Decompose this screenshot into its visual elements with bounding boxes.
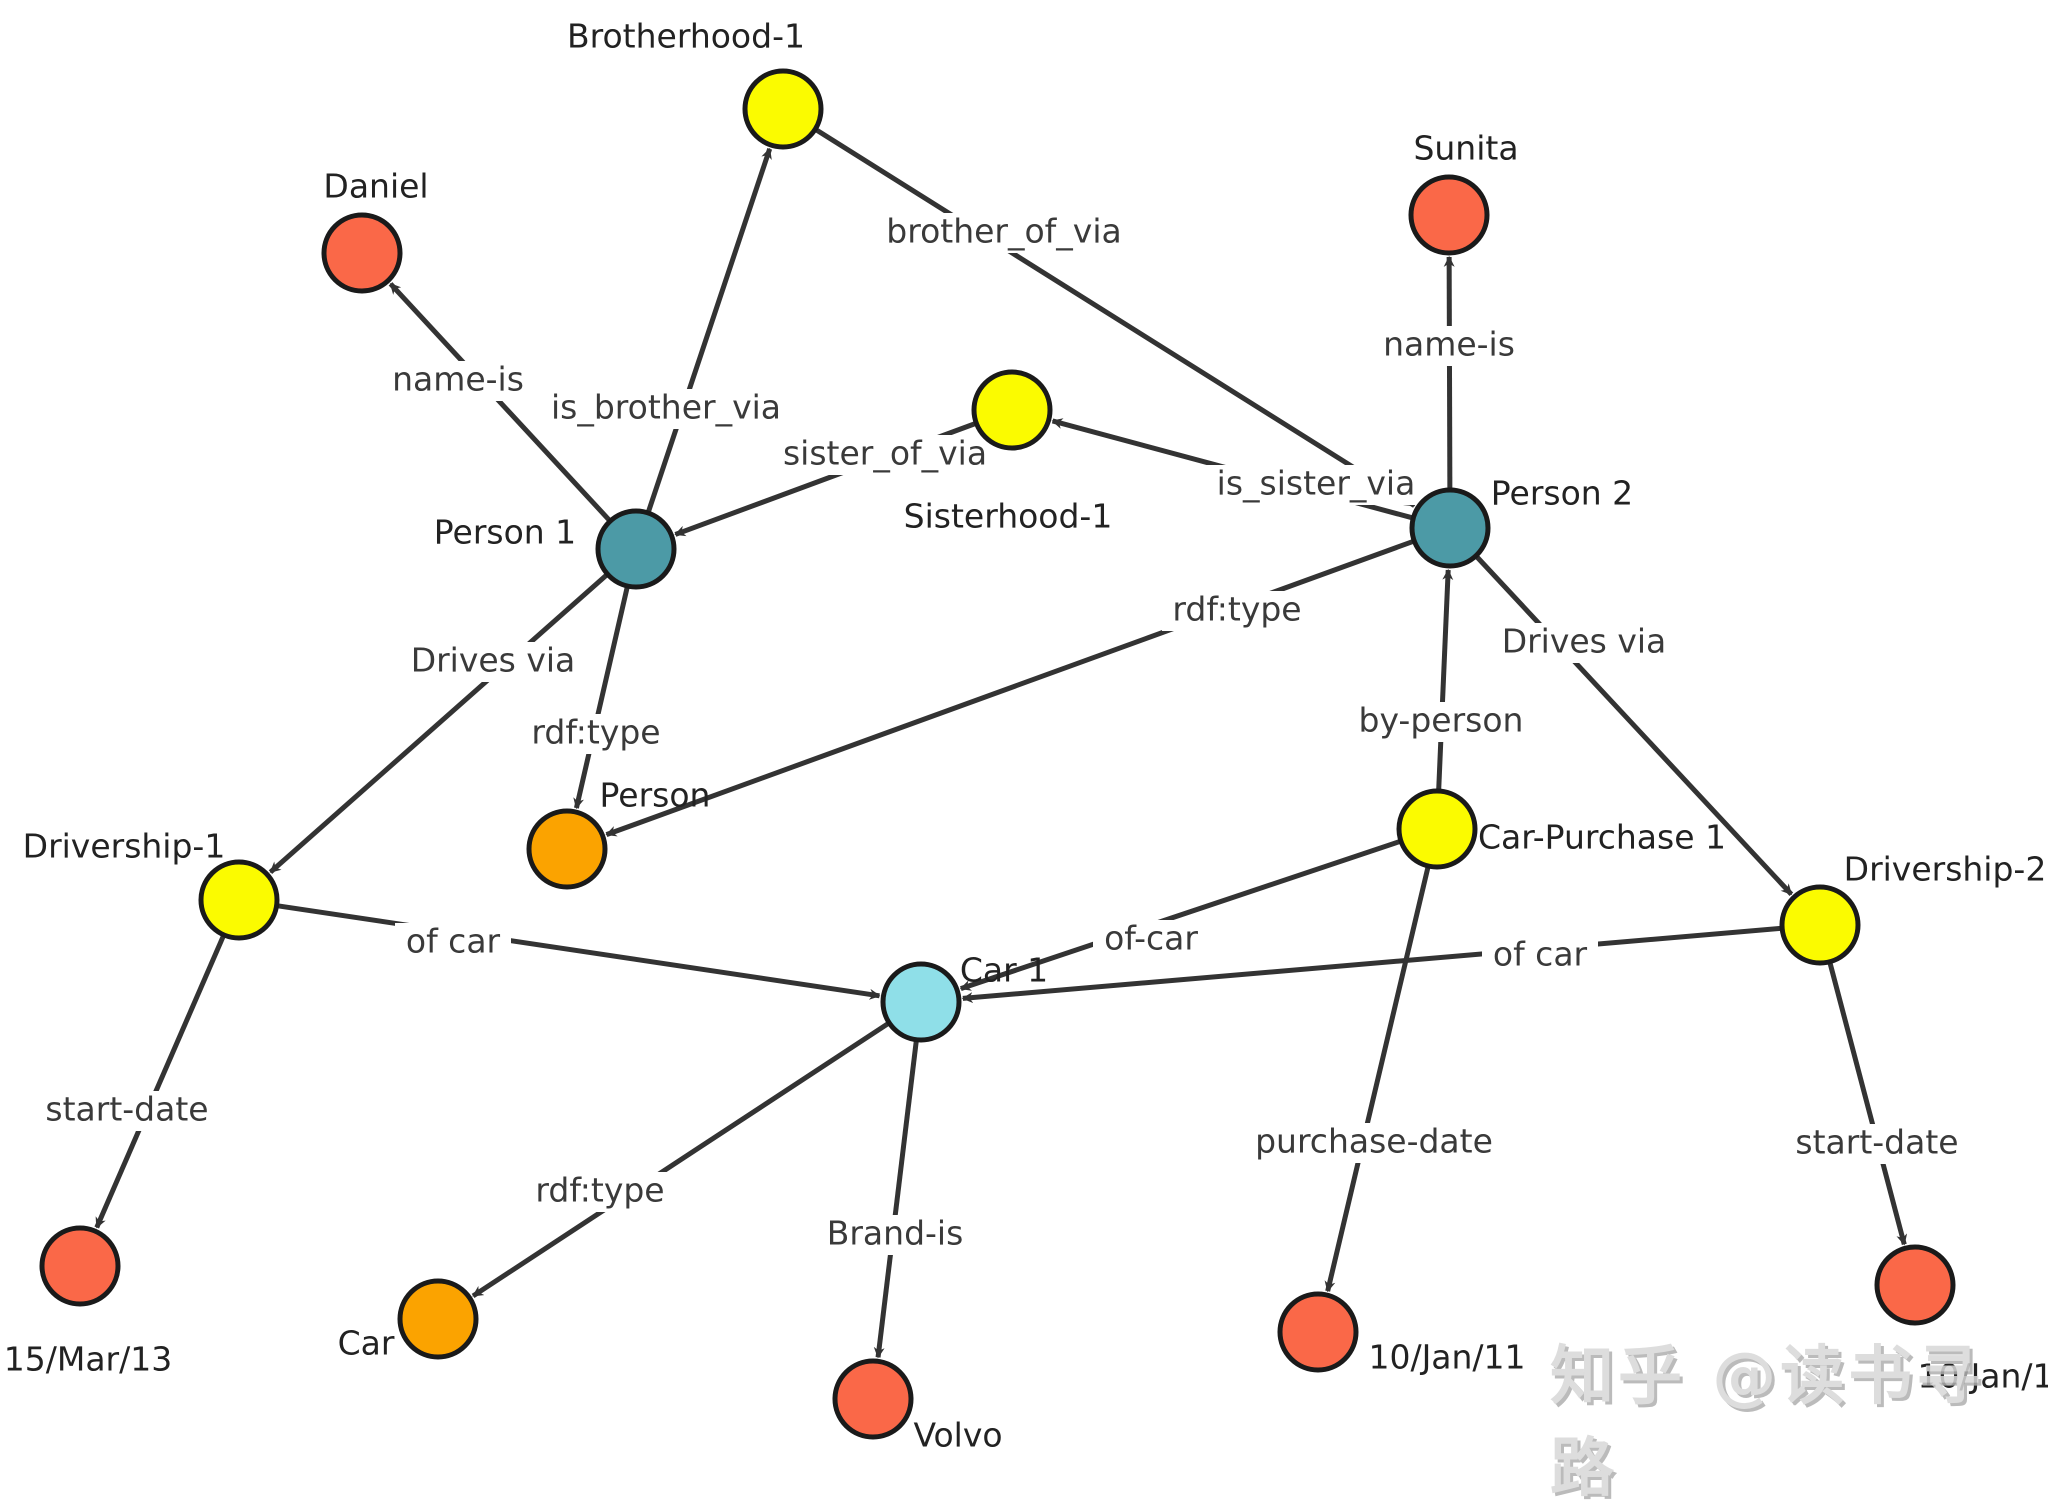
edge-drivership1-to-car1 xyxy=(278,903,881,1000)
edge-label-background xyxy=(1256,1123,1492,1163)
edge-label: by-person xyxy=(1359,701,1524,740)
edge-label: of car xyxy=(406,922,501,961)
node-label-drivership1: Drivership-1 xyxy=(23,827,226,866)
edge-label: name-is xyxy=(392,360,524,399)
edge-label: rdf:type xyxy=(1172,590,1301,629)
edge-person1-to-person xyxy=(573,587,630,810)
edge-label-background xyxy=(35,1091,219,1131)
edge-label: sister_of_via xyxy=(783,434,987,473)
edge-label: purchase-date xyxy=(1255,1122,1493,1161)
edge-drivership2-to-date3 xyxy=(1827,963,1908,1246)
edge-label: start-date xyxy=(1795,1123,1958,1162)
edge-label: Brand-is xyxy=(827,1214,964,1253)
edge-label: of car xyxy=(1493,935,1588,974)
edge-carpurchase1-to-car1 xyxy=(959,839,1400,992)
node-label-sisterhood1: Sisterhood-1 xyxy=(904,497,1113,536)
edge-person2-to-person xyxy=(605,539,1414,837)
edge-label-background xyxy=(1492,623,1676,663)
edge-carpurchase1-to-person2 xyxy=(1436,568,1454,790)
edge-brotherhood1-to-person2 xyxy=(815,128,1416,508)
edge-label: is_sister_via xyxy=(1217,464,1416,503)
edge-label: is_brother_via xyxy=(551,388,781,427)
node-carpurchase1[interactable] xyxy=(1396,788,1478,870)
node-label-date1: 15/Mar/13 xyxy=(4,1340,172,1379)
edge-person1-to-brotherhood1 xyxy=(646,147,773,512)
node-person2[interactable] xyxy=(1409,487,1491,569)
node-label-person1: Person 1 xyxy=(434,513,576,552)
node-label-person: Person xyxy=(600,776,711,815)
node-person[interactable] xyxy=(526,808,608,890)
node-label-car: Car xyxy=(338,1324,395,1363)
node-drivership2[interactable] xyxy=(1779,884,1861,966)
edge-drivership1-to-date1 xyxy=(94,935,226,1229)
node-sisterhood1[interactable] xyxy=(971,369,1053,451)
edge-drivership2-to-car1 xyxy=(961,925,1781,1004)
node-label-date3: 10/Jan/13 xyxy=(1917,1357,2048,1396)
node-brotherhood1[interactable] xyxy=(742,68,824,150)
edge-label: rdf:type xyxy=(531,713,660,752)
edge-label: name-is xyxy=(1383,325,1515,364)
edge-label: Drives via xyxy=(1502,622,1667,661)
edge-label-background xyxy=(878,213,1130,253)
node-sunita[interactable] xyxy=(1408,174,1490,256)
edge-label: rdf:type xyxy=(535,1171,664,1210)
node-daniel[interactable] xyxy=(321,212,403,294)
edge-label-background xyxy=(1093,920,1209,960)
node-label-car1: Car 1 xyxy=(960,951,1048,990)
edge-label: Drives via xyxy=(411,641,576,680)
edge-car1-to-volvo xyxy=(873,1041,919,1359)
edge-label-background xyxy=(1382,326,1516,366)
edge-label-background xyxy=(1198,465,1434,505)
edge-label-background xyxy=(540,389,792,429)
edge-label-background xyxy=(1357,702,1525,742)
node-label-daniel: Daniel xyxy=(323,167,428,206)
node-label-person2: Person 2 xyxy=(1491,474,1633,513)
node-drivership1[interactable] xyxy=(198,859,280,941)
node-person1[interactable] xyxy=(595,508,677,590)
edge-label-background xyxy=(521,714,671,754)
edge-label-background xyxy=(401,642,585,682)
node-label-sunita: Sunita xyxy=(1413,129,1518,168)
edge-label: start-date xyxy=(45,1090,208,1129)
knowledge-graph-diagram: name-is is_brother_via brother_of_viasiste… xyxy=(4,17,2048,1448)
node-date3[interactable] xyxy=(1874,1244,1956,1326)
edge-label-background xyxy=(767,435,1003,475)
edge-person2-to-sunita xyxy=(1443,255,1455,489)
node-car[interactable] xyxy=(397,1278,479,1360)
node-label-date2: 10/Jan/11 xyxy=(1368,1338,1525,1377)
edge-person1-to-daniel xyxy=(388,282,611,522)
node-car1[interactable] xyxy=(880,961,962,1043)
node-date1[interactable] xyxy=(39,1225,121,1307)
edge-person1-to-drivership1 xyxy=(268,573,608,875)
edge-label-background xyxy=(525,1172,675,1212)
edge-label-background xyxy=(1785,1124,1969,1164)
edge-label: brother_of_via xyxy=(886,212,1121,251)
node-label-brotherhood1: Brotherhood-1 xyxy=(567,17,805,56)
edge-carpurchase1-to-date2 xyxy=(1324,867,1431,1293)
edge-person2-to-drivership2 xyxy=(1475,555,1794,896)
edge-label-background xyxy=(1482,936,1598,976)
edge-label-background xyxy=(391,361,525,401)
node-label-carpurchase1: Car-Purchase 1 xyxy=(1478,818,1726,857)
edge-label-background xyxy=(820,1215,970,1255)
edge-label: of-car xyxy=(1104,919,1198,958)
node-label-volvo: Volvo xyxy=(913,1416,1002,1448)
node-date2[interactable] xyxy=(1277,1291,1359,1373)
node-label-drivership2: Drivership-2 xyxy=(1844,850,2047,889)
edge-label-background xyxy=(395,923,511,963)
node-volvo[interactable] xyxy=(832,1358,914,1440)
edge-car1-to-car xyxy=(471,1021,889,1299)
edge-label-background xyxy=(1162,591,1312,631)
